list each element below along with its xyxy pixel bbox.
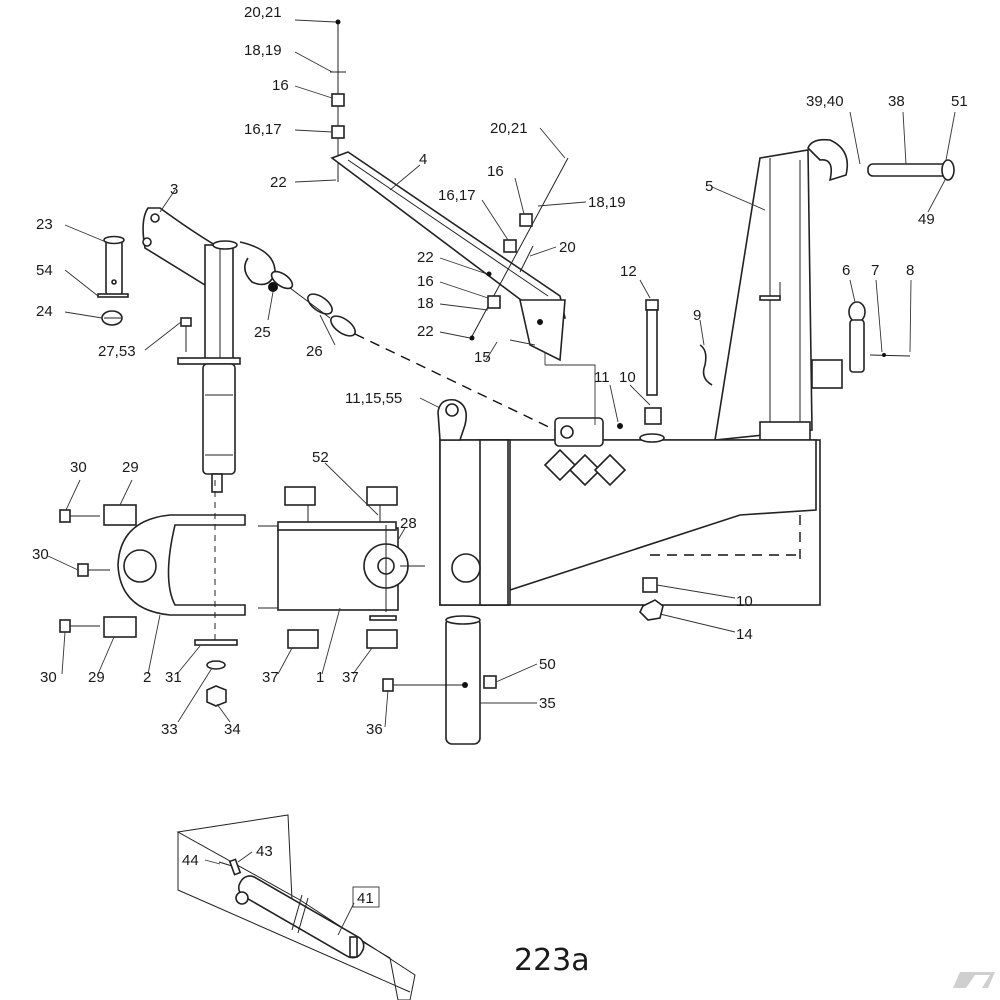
- washer-nut-31-33-34: [194, 639, 238, 707]
- label-50: 50: [539, 656, 556, 673]
- label-43: 43: [256, 843, 273, 860]
- label-30-a: 30: [70, 459, 87, 476]
- label-11-15-55: 11,15,55: [345, 390, 402, 407]
- label-3: 3: [170, 181, 178, 198]
- pin-part-38: [867, 159, 955, 181]
- label-49: 49: [918, 211, 935, 228]
- label-4: 4: [419, 151, 427, 168]
- pivot-post-part-3: [142, 207, 241, 493]
- label-36: 36: [366, 721, 383, 738]
- label-22: 22: [270, 174, 287, 191]
- label-2: 2: [143, 669, 151, 686]
- label-31: 31: [165, 669, 182, 686]
- label-54: 54: [36, 262, 53, 279]
- label-30-c: 30: [40, 669, 57, 686]
- label-52: 52: [312, 449, 329, 466]
- label-22-low: 22: [417, 323, 434, 340]
- callout-labels: 20,21 18,19 16 16,17 22 4 3 23 54 24 27,…: [32, 4, 968, 978]
- label-15: 15: [474, 349, 491, 366]
- label-37-b: 37: [342, 669, 359, 686]
- bolts-part-30: [59, 509, 110, 633]
- label-10-top: 10: [619, 369, 636, 386]
- label-33: 33: [161, 721, 178, 738]
- pin-part-6: [848, 301, 911, 373]
- label-51: 51: [951, 93, 968, 110]
- label-20: 20: [559, 239, 576, 256]
- label-44: 44: [182, 852, 199, 869]
- label-29-a: 29: [122, 459, 139, 476]
- inset-top-link-part-41: [176, 814, 416, 1000]
- label-23: 23: [36, 216, 53, 233]
- label-25: 25: [254, 324, 271, 341]
- label-20-21-mid: 20,21: [490, 120, 528, 137]
- label-34: 34: [224, 721, 241, 738]
- mid-bolt-stack: [469, 157, 569, 341]
- label-39-40: 39,40: [806, 93, 844, 110]
- label-1: 1: [316, 669, 324, 686]
- label-28: 28: [400, 515, 417, 532]
- bushings-part-29: [103, 504, 137, 638]
- label-20-21: 20,21: [244, 4, 282, 21]
- bolt-part-12: [639, 299, 665, 443]
- label-18: 18: [417, 295, 434, 312]
- label-41: 41: [357, 890, 374, 907]
- pin-part-23: [97, 235, 129, 326]
- label-18-19: 18,19: [244, 42, 282, 59]
- roller-part-35: [445, 615, 481, 745]
- clevis-part-2: [117, 480, 246, 640]
- label-7: 7: [871, 262, 879, 279]
- label-16-17-mid: 16,17: [438, 187, 476, 204]
- label-35: 35: [539, 695, 556, 712]
- label-37-a: 37: [262, 669, 279, 686]
- shackle-chain-25-26: [239, 241, 556, 431]
- label-30-b: 30: [32, 546, 49, 563]
- label-18-19-mid: 18,19: [588, 194, 626, 211]
- label-27-53: 27,53: [98, 343, 136, 360]
- block-part-1: [258, 486, 425, 649]
- label-16: 16: [272, 77, 289, 94]
- label-22-mid: 22: [417, 249, 434, 266]
- label-16-17: 16,17: [244, 121, 282, 138]
- label-12: 12: [620, 263, 637, 280]
- main-frame-part-5: [437, 138, 849, 606]
- clip-part-9: [617, 344, 713, 429]
- arm-bar-part-4: [330, 151, 567, 362]
- figure-number: 223a: [514, 943, 590, 978]
- label-29-b: 29: [88, 669, 105, 686]
- brand-watermark-logo: [953, 972, 995, 988]
- label-41-box: [352, 886, 380, 908]
- label-5: 5: [705, 178, 713, 195]
- label-16-mid: 16: [487, 163, 504, 180]
- label-14: 14: [736, 626, 753, 643]
- label-6: 6: [842, 262, 850, 279]
- label-38: 38: [888, 93, 905, 110]
- nut-parts-10-14: [639, 577, 664, 621]
- bolt-part-27-53: [180, 317, 192, 352]
- label-10-low: 10: [736, 593, 753, 610]
- callout-leaders: [47, 19, 956, 936]
- label-24: 24: [36, 303, 53, 320]
- label-11: 11: [594, 369, 610, 386]
- label-16-low: 16: [417, 273, 434, 290]
- label-8: 8: [906, 262, 914, 279]
- label-26: 26: [306, 343, 323, 360]
- label-9: 9: [693, 307, 701, 324]
- logo-diamonds: [543, 448, 627, 487]
